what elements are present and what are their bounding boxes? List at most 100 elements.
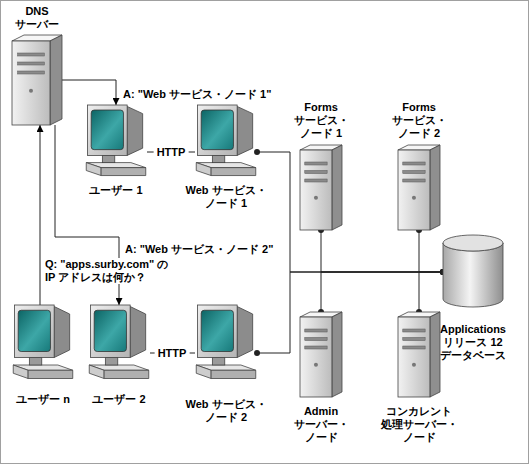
dns-arrow	[40, 125, 41, 305]
connector-label: A: "Web サービス・ノード 1"	[122, 88, 272, 101]
tower-side	[50, 35, 62, 125]
connector-label: HTTP	[155, 347, 190, 360]
base-front	[104, 370, 149, 378]
base-side	[13, 365, 28, 379]
base-side	[86, 163, 101, 176]
server-node: Forms サービス・ ノード 2	[398, 145, 440, 230]
node-label: ユーザー 2	[79, 393, 159, 406]
monitor-bezel	[197, 305, 237, 358]
monitor-icon	[195, 305, 257, 380]
power-button	[412, 363, 416, 367]
monitor-icon	[12, 305, 74, 380]
drive-slot	[403, 179, 425, 182]
server-node: ユーザー 2	[88, 305, 150, 380]
monitor-bezel	[90, 305, 130, 358]
tower-icon	[300, 145, 342, 230]
server-node: Admin サーバー・ ノード	[300, 312, 342, 397]
network-line	[419, 230, 443, 272]
tower-icon	[12, 35, 62, 125]
node-label: DNS サーバー	[8, 5, 66, 31]
tower-side	[332, 312, 342, 397]
base-front	[211, 370, 256, 378]
drive-slot	[305, 171, 327, 174]
dns-arrow	[62, 80, 116, 105]
monitor-neck	[212, 155, 224, 162]
server-node: ユーザー 1	[85, 105, 147, 177]
drive-slot	[305, 162, 327, 165]
monitor-side	[237, 106, 253, 155]
cylinder-icon	[443, 235, 503, 307]
node-label: Web サービス・ ノード 1	[176, 184, 276, 210]
base-side	[196, 365, 211, 379]
tower-icon	[398, 312, 440, 397]
node-label: Web サービス・ノード 2	[170, 398, 282, 424]
monitor-side	[237, 307, 253, 358]
tower-front	[12, 41, 50, 125]
node-label: Forms サービス・ ノード 2	[383, 101, 455, 140]
cylinder-body	[443, 243, 503, 307]
monitor-screen	[18, 310, 50, 351]
monitor-side	[127, 106, 143, 155]
connector-label: Q: "apps.surby.com" の IP アドレスは何か？	[44, 258, 174, 284]
connector-label: HTTP	[154, 146, 189, 159]
drive-slot	[403, 171, 425, 174]
drive-slot	[403, 346, 425, 349]
tower-icon	[398, 145, 440, 230]
monitor-icon	[195, 105, 257, 177]
junction-dot	[254, 350, 260, 356]
power-button	[412, 196, 416, 200]
monitor-bezel	[87, 105, 127, 155]
node-label: Admin サーバー・ ノード	[285, 405, 357, 444]
drive-slot	[305, 346, 327, 349]
drive-slot	[18, 53, 45, 56]
monitor-icon	[85, 105, 147, 177]
drive-slot	[403, 162, 425, 165]
monitor-icon	[88, 305, 150, 380]
monitor-bezel	[14, 305, 54, 358]
drive-slot	[18, 71, 45, 74]
server-node: ユーザー n	[12, 305, 74, 380]
base-front	[211, 168, 256, 176]
monitor-neck	[29, 358, 41, 366]
tower-side	[332, 145, 342, 230]
monitor-neck	[105, 358, 117, 366]
cylinder-top	[443, 235, 503, 251]
monitor-bezel	[197, 105, 237, 155]
power-button	[29, 89, 33, 93]
node-label: コンカレント 処理サーバー・ ノード	[376, 405, 462, 444]
server-node: Forms サービス・ ノード 1	[300, 145, 342, 230]
monitor-neck	[212, 358, 224, 366]
monitor-screen	[201, 310, 233, 351]
tower-side	[430, 312, 440, 397]
junction-dot	[254, 149, 260, 155]
server-node: Applications リリース 12 データベース	[443, 235, 503, 307]
connector-label: A: "Web サービス・ノード 2"	[124, 243, 274, 256]
power-button	[314, 196, 318, 200]
monitor-side	[54, 307, 70, 358]
drive-slot	[305, 329, 327, 332]
tower-front	[300, 150, 332, 230]
base-front	[28, 370, 73, 378]
tower-side	[430, 145, 440, 230]
base-front	[101, 168, 146, 176]
node-label: Forms サービス・ ノード 1	[285, 101, 357, 140]
drive-slot	[305, 179, 327, 182]
monitor-side	[130, 307, 146, 358]
drive-slot	[403, 338, 425, 341]
base-side	[196, 163, 211, 176]
monitor-screen	[91, 110, 123, 150]
server-node: Web サービス・ ノード 1	[195, 105, 257, 177]
tower-front	[398, 150, 430, 230]
power-button	[314, 363, 318, 367]
drive-slot	[18, 62, 45, 65]
drive-slot	[305, 338, 327, 341]
monitor-screen	[201, 110, 233, 150]
monitor-neck	[102, 155, 114, 162]
monitor-screen	[94, 310, 126, 351]
tower-front	[300, 317, 332, 397]
node-label: ユーザー n	[3, 393, 83, 406]
tower-icon	[300, 312, 342, 397]
